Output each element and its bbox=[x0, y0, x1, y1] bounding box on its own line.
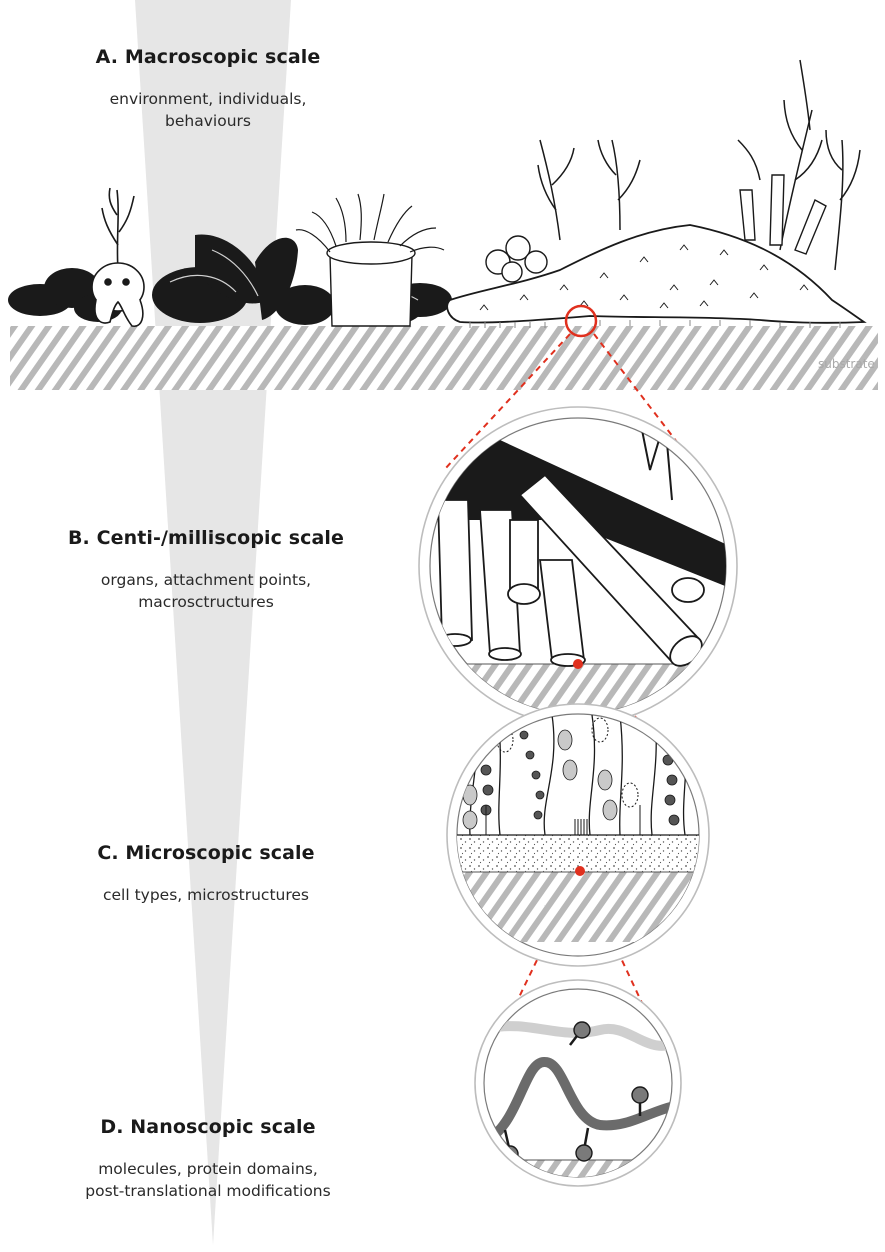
detail-circle-c bbox=[447, 704, 709, 966]
scale-description: organs, attachment points, macrosctructu… bbox=[56, 569, 356, 613]
scale-label-microscopic: C. Microscopic scale cell types, microst… bbox=[56, 842, 356, 906]
description-line: molecules, protein domains, bbox=[58, 1158, 358, 1180]
substrate-label: substrate bbox=[818, 357, 875, 371]
description-line: behaviours bbox=[58, 110, 358, 132]
zoom-marker-b bbox=[573, 659, 583, 669]
zoom-marker-c bbox=[575, 866, 585, 876]
description-line: cell types, microstructures bbox=[56, 884, 356, 906]
branching-coral bbox=[740, 175, 826, 254]
scale-label-nanoscopic: D. Nanoscopic scale molecules, protein d… bbox=[58, 1116, 358, 1202]
scale-title: D. Nanoscopic scale bbox=[58, 1116, 358, 1138]
seaweed-left bbox=[102, 188, 134, 270]
scale-description: molecules, protein domains, post-transla… bbox=[58, 1158, 358, 1202]
scale-description: environment, individuals, behaviours bbox=[58, 88, 358, 132]
description-line: organs, attachment points, bbox=[56, 569, 356, 591]
scale-title: B. Centi-/milliscopic scale bbox=[56, 527, 356, 549]
scale-description: cell types, microstructures bbox=[56, 884, 356, 906]
detail-circle-d bbox=[475, 980, 681, 1190]
detail-circle-b bbox=[419, 407, 760, 725]
description-line: macrosctructures bbox=[56, 591, 356, 613]
scale-wedge bbox=[135, 0, 291, 1245]
scale-label-macroscopic: A. Macroscopic scale environment, indivi… bbox=[58, 46, 358, 132]
description-line: environment, individuals, bbox=[58, 88, 358, 110]
scale-label-centi-milliscopic: B. Centi-/milliscopic scale organs, atta… bbox=[56, 527, 356, 613]
substrate-band bbox=[10, 326, 878, 390]
scale-title: A. Macroscopic scale bbox=[58, 46, 358, 68]
scale-title: C. Microscopic scale bbox=[56, 842, 356, 864]
description-line: post-translational modifications bbox=[58, 1180, 358, 1202]
octopus-figure bbox=[92, 263, 144, 326]
egg-cluster bbox=[486, 236, 547, 282]
